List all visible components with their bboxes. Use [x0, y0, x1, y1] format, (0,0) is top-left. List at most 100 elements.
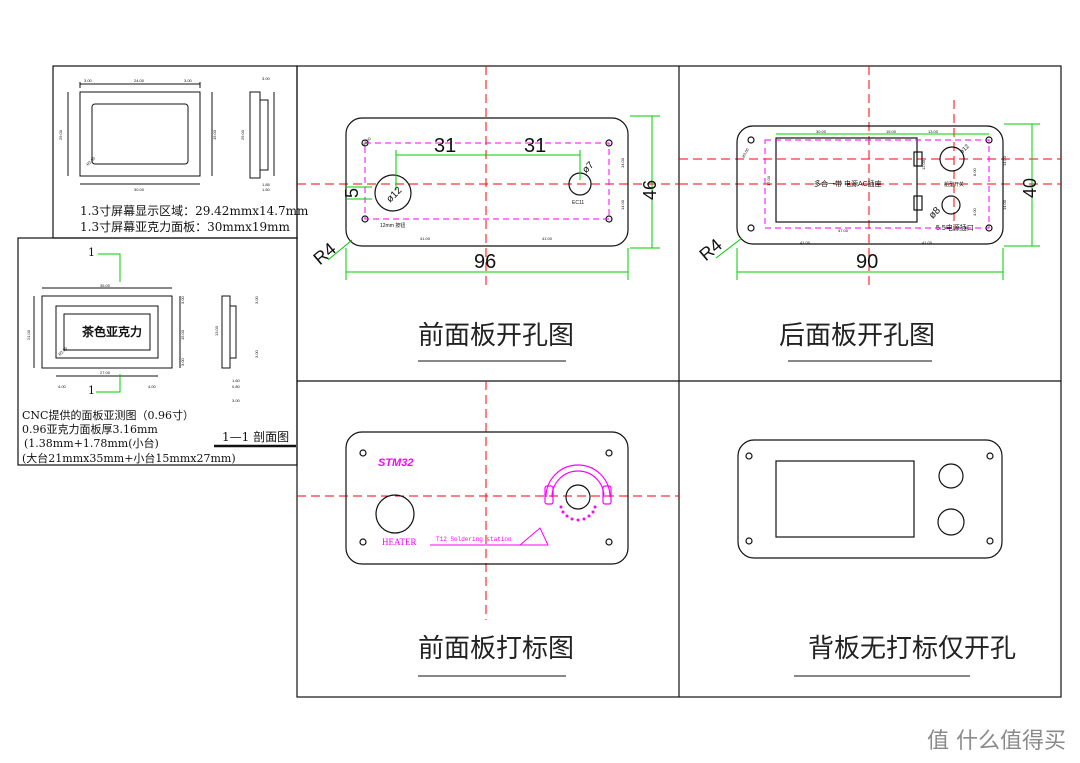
- dim-3-upper: 3.00: [180, 295, 185, 304]
- section-view-label: 1—1 剖面图: [222, 430, 290, 444]
- front-dim-5: 5: [342, 188, 362, 198]
- back-dim-4: 4.00: [972, 207, 977, 216]
- dim-13: 13.00: [214, 325, 219, 336]
- back-dim-90: 90: [856, 251, 878, 273]
- dim-r2: R2.00: [85, 155, 97, 167]
- front-hole-12-label: ø12: [385, 185, 405, 205]
- logo-stm32: STM32: [378, 457, 413, 469]
- acrylic-color-label: 茶色亚克力: [82, 325, 143, 339]
- dim-3-side-low: 3.00: [254, 349, 259, 358]
- front-hole-3-label: ø3.00: [361, 135, 372, 146]
- front-mark-encoder-hole: [565, 484, 591, 510]
- screen-area-note: 1.3寸屏幕显示区域：29.42mmx14.7mm: [80, 204, 309, 218]
- back-plate-screw-hole: [986, 452, 994, 460]
- front-hole-12: [374, 174, 412, 212]
- back-dim-47: 47.00: [838, 228, 849, 233]
- back-hole-3-label: ø3.00: [741, 146, 751, 158]
- back-plate-screw-hole: [745, 452, 753, 460]
- back-dim-17: 17.00: [766, 175, 771, 186]
- front-mark-screw-hole: [605, 449, 613, 457]
- dim-3-side: 3.00: [262, 76, 271, 81]
- back-plate-outline: [737, 439, 1003, 559]
- back-dim-30: 30.00: [816, 129, 827, 134]
- dim-19: 19.00: [212, 129, 217, 140]
- back-dim-41-left: 41.00: [800, 240, 811, 245]
- front-mark-button-hole: [375, 494, 415, 534]
- back-plate-hole-lower: [937, 508, 965, 536]
- front-drill-title: 前面板开孔图: [418, 321, 575, 351]
- section-marker-bottom: 1: [88, 384, 95, 397]
- dim-1-85: 1.85: [262, 182, 271, 187]
- back-plate-title: 背板无打标仅开孔: [808, 634, 1017, 664]
- back-radius: R4: [695, 235, 725, 265]
- cnc-note-4: (大台21mmx35mm+小台15mmx27mm): [22, 452, 236, 465]
- front-dim-41-left: 41.00: [420, 236, 431, 241]
- front-mark-screw-hole: [359, 538, 367, 546]
- back-dim-41-right: 41.00: [922, 240, 933, 245]
- dim-30: 30.00: [134, 187, 145, 192]
- back-hole-12: [939, 146, 965, 172]
- back-hole-8-label: ø8: [927, 205, 943, 221]
- back-hole-8: [941, 195, 961, 215]
- dim-29-side: 29.00: [240, 129, 245, 140]
- back-plate-screw-hole: [986, 537, 994, 545]
- front-mark-screw-hole: [359, 449, 367, 457]
- back-plate-screw-hole: [745, 537, 753, 545]
- front-dim-46: 46: [640, 180, 660, 200]
- front-guide-box: [364, 142, 610, 220]
- acrylic-panel-note: 1.3寸屏幕亚克力面板：30mmx19mm: [80, 220, 290, 234]
- front-mark-title: 前面板打标图: [418, 634, 575, 664]
- front-dim-41-right: 41.00: [542, 236, 553, 241]
- back-hole-12-label: ø12: [959, 143, 971, 155]
- back-usb-label: 5.5电源插口: [936, 223, 974, 232]
- dim-1-60: 1.60: [262, 187, 271, 192]
- front-panel-outline: [345, 117, 629, 247]
- front-mark-center-lines: [297, 381, 679, 620]
- acrylic-096-drawing: [33, 287, 237, 377]
- cnc-note-2: 0.96亚克力面板厚3.16mm: [22, 423, 158, 436]
- back-dim-14-top: 14.00: [1002, 155, 1007, 166]
- dim-24: 24.00: [134, 78, 145, 83]
- section-marker-top-line: [98, 253, 121, 282]
- front-dim-96: 96: [474, 251, 496, 273]
- front-dim-31-right: 31: [524, 135, 546, 157]
- dim-29: 29.00: [58, 129, 63, 140]
- encoder-dial-dots: [559, 505, 597, 522]
- dim-35: 35.00: [100, 283, 111, 288]
- front-dim-14-bottom: 14.00: [620, 199, 625, 210]
- back-dim-12: 12.00: [921, 159, 926, 170]
- dim-4-right: 4.00: [148, 384, 157, 389]
- front-dim-14-top: 14.00: [620, 157, 625, 168]
- screen-13-drawing: [67, 82, 275, 185]
- dim-1-60-mid: 1.60: [232, 378, 241, 383]
- dim-3-bottom: 3.00: [232, 398, 241, 403]
- dim-0-80: 0.80: [232, 384, 241, 389]
- front-dim-31-left: 31: [434, 135, 456, 157]
- station-label: T12 Soldering station: [436, 536, 512, 543]
- dim-15: 15.00: [180, 329, 185, 340]
- encoder-dial-marks: [544, 464, 612, 505]
- heater-label: HEATER: [382, 537, 417, 547]
- back-dim-13: 13.00: [928, 129, 939, 134]
- dim-21: 21.00: [26, 329, 31, 340]
- back-guide-box: [764, 139, 990, 229]
- dim-4-left: 4.00: [58, 384, 67, 389]
- watermark: 值 什么值得买: [927, 729, 1066, 754]
- dim-27: 27.00: [100, 370, 111, 375]
- dim-3-side-mid: 3.00: [254, 295, 259, 304]
- back-plate-hole-upper: [938, 463, 964, 489]
- back-screen-window: [775, 137, 918, 223]
- front-ec11-label: EC11: [572, 200, 584, 206]
- dim-3-lower: 3.00: [180, 357, 185, 366]
- back-screw-hole: [747, 136, 755, 144]
- section-marker-top: 1: [88, 246, 95, 259]
- front-mark-screw-hole: [605, 538, 613, 546]
- section-marker-bottom-line: [96, 374, 121, 393]
- dim-3-right: 3.00: [184, 78, 193, 83]
- back-drill-center-lines: [679, 66, 1061, 290]
- back-dim-14-bottom: 14.00: [1002, 199, 1007, 210]
- dim-r2-mid: R2.00: [57, 345, 69, 357]
- front-drill-center-lines: [297, 66, 679, 290]
- front-mark-outline: [345, 431, 629, 565]
